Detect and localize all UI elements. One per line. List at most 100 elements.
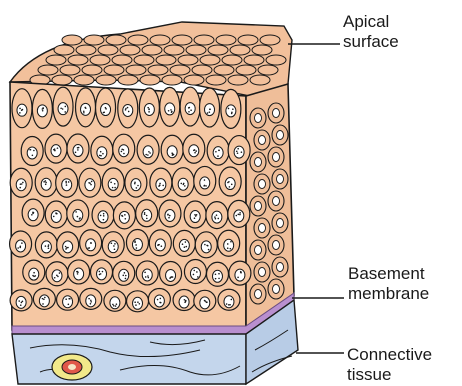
epithelial-cell [76,88,96,127]
apical-cell-top [250,75,270,85]
side-epithelial-cell [250,196,266,216]
epithelial-cell [67,200,89,227]
apical-cell-top [164,45,184,55]
epithelial-cell [149,230,171,256]
basement-membrane-label: Basement membrane [348,264,429,304]
epithelial-cell [172,168,194,197]
epithelial-cell [68,260,90,284]
epithelial-cell [125,168,147,197]
apical-cell-top [194,35,214,45]
epithelial-cell [102,232,124,258]
epithelial-cell [12,89,32,128]
apical-cell-top [230,45,250,55]
apical-cell-top [46,55,66,65]
epithelial-cell [126,230,148,256]
epithelial-cell [127,291,149,312]
epithelial-cell [113,202,135,229]
epithelial-cell [80,230,102,256]
epithelial-cell [136,200,158,227]
epithelial-cell [219,167,241,196]
apical-cell-top [140,75,160,85]
epithelial-cell [139,88,159,127]
basement-label-line1: Basement [348,264,429,284]
epithelial-cell [56,168,78,197]
side-epithelial-cell [268,191,284,211]
epithelial-cell [35,232,57,258]
apical-cell-top [238,35,258,45]
connective-tissue-label: Connective tissue [347,345,432,385]
apical-cell-top [82,65,102,75]
apical-cell-top [252,45,272,55]
epithelial-cell [118,89,138,128]
apical-cell-top [112,55,132,65]
connective-tissue-front [12,334,246,384]
epithelial-cell [173,290,195,311]
side-epithelial-cell [254,130,270,150]
apical-cell-top [172,35,192,45]
apical-cell-top [96,75,116,85]
apical-cell-top [52,75,72,85]
epithelial-cell [228,200,250,227]
apical-label-line2: surface [343,32,399,52]
apical-cell-top [236,65,256,75]
epithelial-cell [45,201,67,228]
apical-surface-label: Apical surface [343,12,399,52]
epithelial-cell [218,230,240,256]
apical-cell-top [184,75,204,85]
epithelial-cell [91,260,113,284]
apical-cell-top [258,65,278,75]
epithelial-cell [104,290,126,311]
epithelial-cell [22,199,44,226]
epithelial-cell [91,136,113,165]
apical-cell-top [134,55,154,65]
epithelial-cell [57,289,79,310]
epithelial-cell [148,288,170,309]
epithelial-cell [173,230,195,256]
epithelial-cell [207,136,229,165]
epithelial-cell [35,168,57,197]
epithelial-cell [113,134,135,163]
apical-cell-top [150,35,170,45]
epithelial-cell [79,168,101,197]
epithelial-cell [46,262,68,286]
side-epithelial-cell [268,279,284,299]
apical-cell-top [222,55,242,65]
side-epithelial-cell [272,169,288,189]
epithelial-cell [195,232,217,258]
apical-cell-top [84,35,104,45]
apical-cell-top [170,65,190,75]
apical-cell-top [260,35,280,45]
epithelial-cell [184,201,206,228]
epithelial-cell [53,87,73,126]
apical-cell-top [126,65,146,75]
apical-cell-top [148,65,168,75]
apical-cell-top [68,55,88,65]
epithelial-cell [92,201,114,228]
apical-cell-top [162,75,182,85]
side-epithelial-cell [268,103,284,123]
apical-cell-top [62,35,82,45]
side-epithelial-cell [250,284,266,304]
epithelial-cell [23,260,45,284]
epithelial-cell [159,200,181,227]
epithelial-cell [45,134,67,163]
epithelial-cell [10,290,32,311]
apical-cell-top [98,45,118,55]
epithelial-cell [184,260,206,284]
epithelial-cell [102,168,124,197]
epithelial-cell [10,231,32,257]
apical-cell-top [214,65,234,75]
apical-cell-top [186,45,206,55]
apical-cell-top [128,35,148,45]
side-epithelial-cell [254,174,270,194]
epithelial-cell [150,168,172,197]
epithelial-cell [96,88,116,127]
epithelial-cell [228,136,250,165]
apical-cell-top [266,55,286,65]
apical-cell-top [76,45,96,55]
side-epithelial-cell [250,152,266,172]
side-epithelial-cell [250,108,266,128]
epithelial-cell [32,89,52,128]
epithelial-cell [136,261,158,285]
